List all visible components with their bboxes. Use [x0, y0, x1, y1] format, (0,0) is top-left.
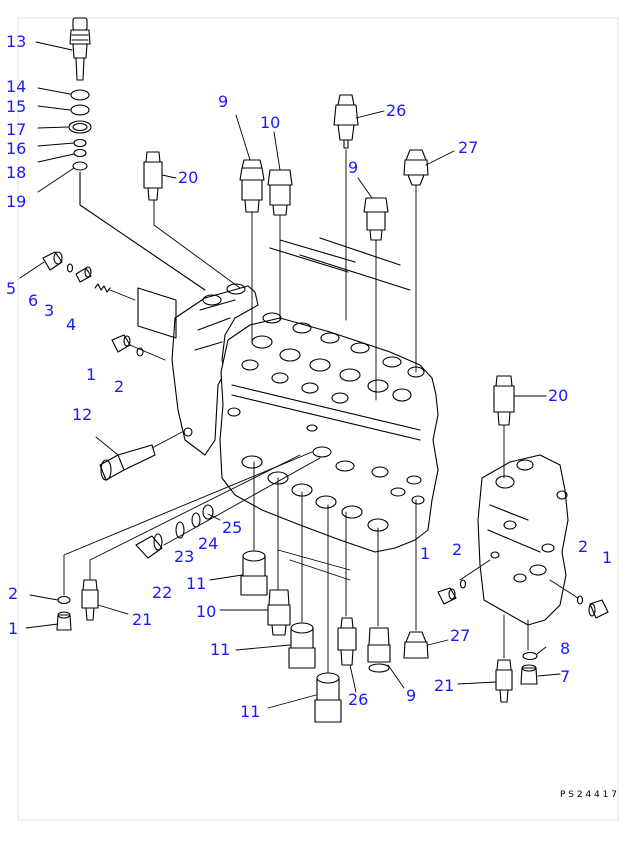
cartridge-11-c: [314, 672, 342, 723]
relief-valve-9-mid: [363, 197, 389, 241]
valve-27-top: [403, 149, 429, 186]
valve-20-right: [493, 375, 515, 426]
callout-12: 12: [72, 405, 92, 424]
callout-14: 14: [6, 77, 26, 96]
callout-2-right-left: 2: [452, 540, 462, 559]
callout-9-lower: 9: [406, 686, 416, 705]
callout-22: 22: [152, 583, 172, 602]
callout-labels: 13 14 15 17 16 18 19 9 10 26 27 9 20 5 6…: [6, 32, 612, 721]
callout-9-mid: 9: [348, 158, 358, 177]
relief-valve-9-lower: [367, 627, 391, 673]
valve-26-lower: [337, 617, 357, 666]
callout-6: 6: [28, 291, 38, 310]
callout-17: 17: [6, 120, 26, 139]
oring-2-right-left: [459, 579, 467, 589]
oring-25: [202, 504, 214, 520]
oring-23: [175, 521, 185, 539]
plug-1-right-left: [437, 587, 457, 605]
spring-4: [94, 283, 111, 293]
callout-2-right: 2: [578, 537, 588, 556]
callout-2-left: 2: [114, 377, 124, 396]
callout-10-top: 10: [260, 113, 280, 132]
cartridge-11-a: [240, 550, 268, 596]
valve-26-top: [333, 94, 359, 149]
end-section-block: [477, 454, 569, 626]
plug-7: [520, 664, 538, 685]
oring-24: [191, 512, 201, 528]
plug-1-lower-left: [56, 611, 72, 631]
oring-2-lower-left: [57, 595, 71, 605]
valve-27-lower: [403, 631, 429, 659]
callout-1-right: 1: [602, 548, 612, 567]
callout-19: 19: [6, 192, 26, 211]
callout-11-a: 11: [186, 574, 206, 593]
callout-27-lower: 27: [450, 626, 470, 645]
valve-21-left: [81, 579, 99, 621]
plug-5: [42, 251, 63, 271]
callout-13: 13: [6, 32, 26, 51]
plug-22: [135, 533, 163, 559]
callout-18: 18: [6, 163, 26, 182]
callout-24: 24: [198, 534, 218, 553]
callout-27-top: 27: [458, 138, 478, 157]
oring-8: [522, 651, 538, 661]
callout-1-right-left: 1: [420, 544, 430, 563]
callout-9-top: 9: [218, 92, 228, 111]
callout-21-right: 21: [434, 676, 454, 695]
relief-valve-10-top: [267, 169, 293, 216]
callout-10-lower: 10: [196, 602, 216, 621]
plug-3: [75, 266, 92, 283]
callout-2-lower-left: 2: [8, 584, 18, 603]
oring-6: [66, 263, 74, 273]
callout-21-left: 21: [132, 610, 152, 629]
valve-20-top: [143, 151, 163, 201]
main-valve-block: [137, 237, 439, 553]
callout-1-lower-left: 1: [8, 619, 18, 638]
relief-valve-9-top: [239, 159, 265, 213]
callout-3: 3: [44, 301, 54, 320]
plug-12: [99, 444, 156, 481]
callout-20-right: 20: [548, 386, 568, 405]
callout-23: 23: [174, 547, 194, 566]
cartridge-11-b: [288, 622, 316, 669]
callout-20-top: 20: [178, 168, 198, 187]
oring-2-left: [136, 347, 144, 357]
oring-2-right: [576, 595, 584, 605]
callout-8: 8: [560, 639, 570, 658]
callout-15: 15: [6, 97, 26, 116]
diagram-border: [17, 17, 619, 821]
leader-stack-to-block: [79, 171, 206, 291]
valve-13: [69, 17, 91, 81]
callout-11-c: 11: [240, 702, 260, 721]
assembly-guide-lines: [63, 149, 579, 673]
callout-leaders: [19, 41, 561, 709]
callout-7: 7: [560, 667, 570, 686]
callout-25: 25: [222, 518, 242, 537]
relief-valve-10-lower: [267, 589, 291, 636]
callout-4: 4: [66, 315, 76, 334]
callout-16: 16: [6, 139, 26, 158]
plug-1-right: [588, 599, 609, 619]
drawing-code: P S 2 4 4 1 7: [560, 790, 617, 800]
callout-26-top: 26: [386, 101, 406, 120]
seal-stack-14-19: [68, 89, 92, 171]
plug-1-left: [111, 334, 131, 353]
callout-11-b: 11: [210, 640, 230, 659]
valve-21-right: [495, 659, 513, 703]
callout-1-left: 1: [86, 365, 96, 384]
callout-26-lower: 26: [348, 690, 368, 709]
callout-5: 5: [6, 279, 16, 298]
